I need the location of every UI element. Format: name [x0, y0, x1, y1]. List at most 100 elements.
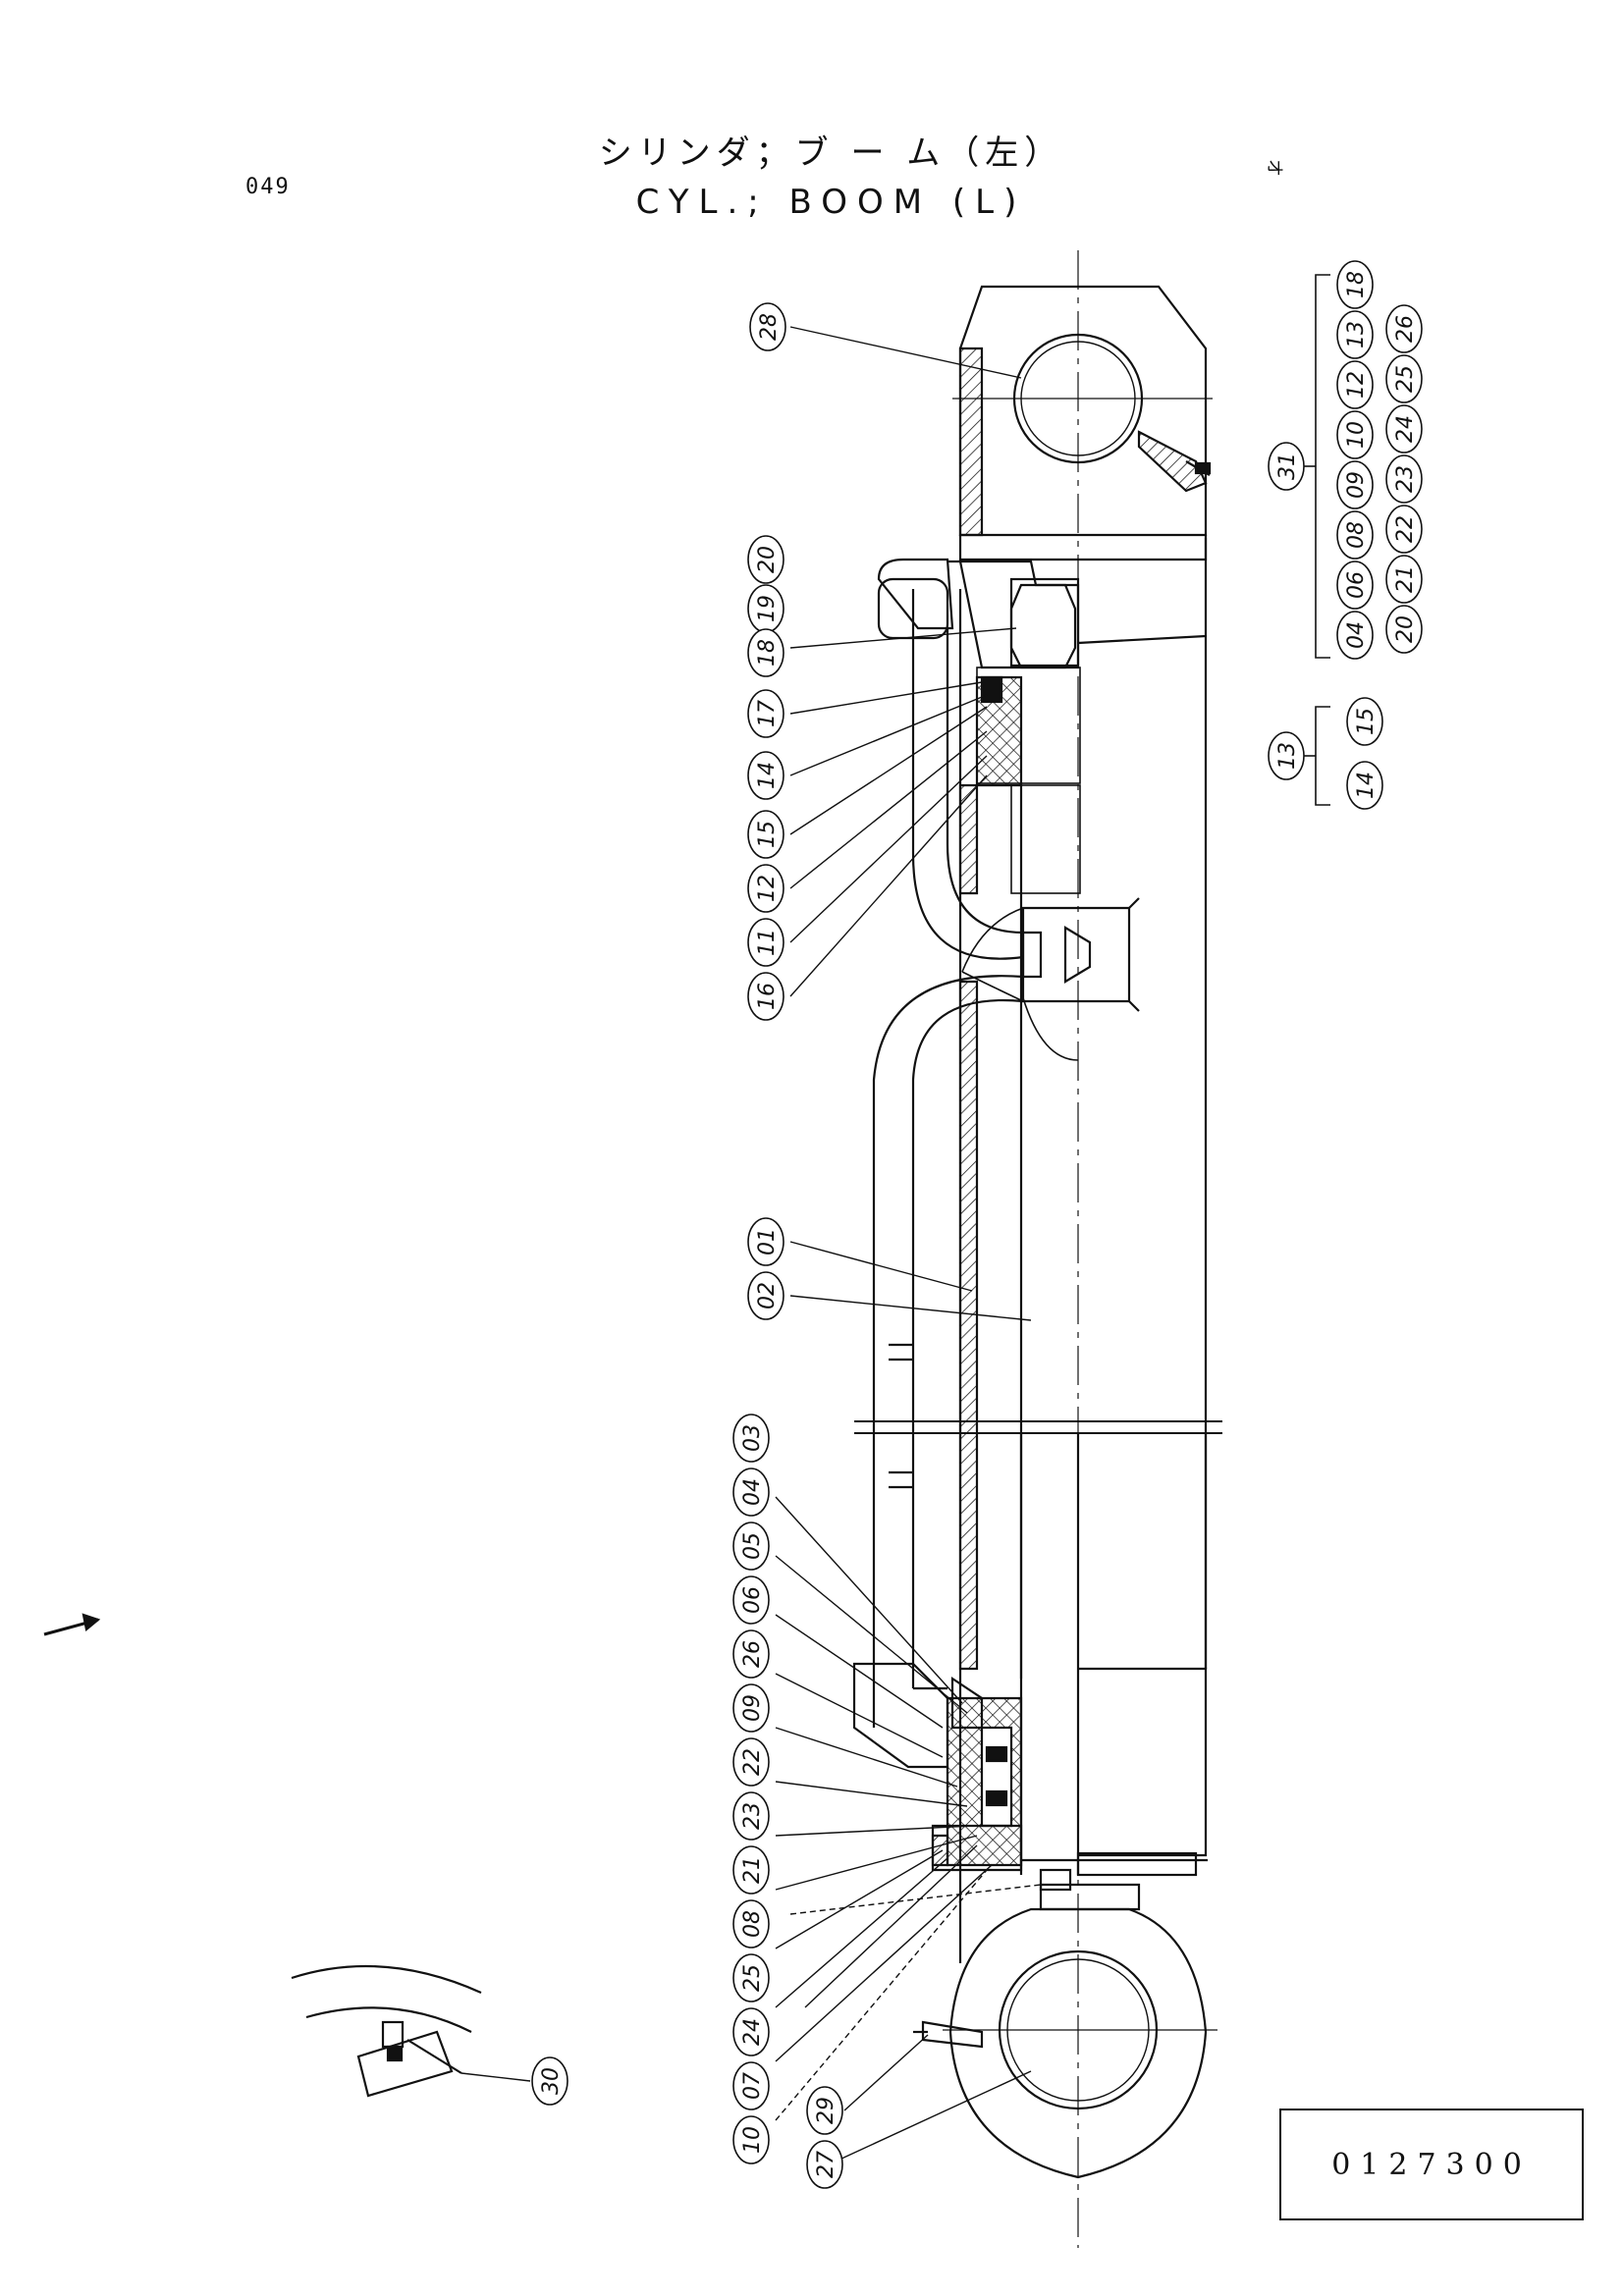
kit-part-b-26: 26: [1385, 304, 1423, 353]
svg-text:31: 31: [1275, 453, 1300, 480]
svg-text:26: 26: [1393, 315, 1418, 343]
rod-end-eye: [948, 1907, 1208, 2179]
callout-20: 20: [747, 535, 784, 584]
callout-28: 28: [749, 302, 786, 351]
kit-part-12: 12: [1336, 360, 1374, 409]
svg-text:22: 22: [1393, 515, 1418, 543]
callout-subkit-13: 13: [1268, 731, 1305, 780]
kit-part-13: 13: [1336, 310, 1374, 359]
callout-18: 18: [747, 628, 784, 677]
callout-03: 03: [732, 1414, 770, 1463]
svg-text:11: 11: [755, 929, 780, 956]
svg-text:05: 05: [740, 1532, 765, 1560]
head-grease-fitting: [1137, 430, 1208, 493]
kit-part-06: 06: [1336, 561, 1374, 610]
svg-text:25: 25: [740, 1964, 765, 1992]
rod-grease-fitting: [921, 2020, 984, 2049]
svg-text:13: 13: [1344, 321, 1369, 348]
callout-08: 08: [732, 1899, 770, 1949]
callout-30: 30: [531, 2056, 568, 2106]
svg-text:09: 09: [740, 1694, 765, 1722]
callout-12: 12: [747, 864, 784, 913]
svg-text:06: 06: [1344, 571, 1369, 599]
callout-16: 16: [747, 972, 784, 1021]
kit-part-b-21: 21: [1385, 555, 1423, 604]
kit-part-09: 09: [1336, 460, 1374, 509]
callout-02: 02: [747, 1271, 784, 1320]
svg-text:15: 15: [755, 821, 780, 848]
svg-text:10: 10: [1344, 421, 1369, 449]
svg-text:04: 04: [740, 1478, 765, 1506]
svg-text:08: 08: [1344, 521, 1369, 549]
svg-text:15: 15: [1354, 708, 1379, 735]
callout-07: 07: [732, 2061, 770, 2110]
callout-22: 22: [732, 1737, 770, 1787]
pipe-upper: [911, 589, 1024, 960]
kit-part-b-22: 22: [1385, 505, 1423, 554]
callout-27: 27: [806, 2140, 843, 2189]
page-number: 049: [245, 175, 291, 199]
svg-text:10: 10: [740, 2126, 765, 2154]
callout-01: 01: [747, 1217, 784, 1266]
kit-part-10: 10: [1336, 410, 1374, 459]
kit-part-b-25: 25: [1385, 354, 1423, 403]
svg-text:07: 07: [740, 2072, 765, 2100]
callout-06: 06: [732, 1575, 770, 1625]
svg-text:28: 28: [757, 313, 782, 341]
rod-end-barrel: [1078, 1667, 1208, 1857]
title-japanese: シリンダ；ブ ー ム（左）: [598, 133, 1064, 173]
svg-text:09: 09: [1344, 471, 1369, 499]
svg-text:06: 06: [740, 1586, 765, 1614]
svg-text:14: 14: [755, 762, 780, 789]
svg-text:27: 27: [814, 2151, 839, 2178]
callout-23: 23: [732, 1791, 770, 1841]
svg-text:22: 22: [740, 1748, 765, 1776]
callout-21: 21: [732, 1845, 770, 1895]
kit-part-b-20: 20: [1385, 605, 1423, 654]
svg-text:01: 01: [755, 1228, 780, 1255]
svg-text:18: 18: [1344, 271, 1369, 298]
kit-part-08: 08: [1336, 510, 1374, 560]
svg-text:24: 24: [740, 2018, 765, 2046]
pipe-lower: [872, 975, 1024, 1728]
svg-text:23: 23: [740, 1802, 765, 1830]
subkit-part-15: 15: [1346, 697, 1383, 746]
svg-text:18: 18: [755, 639, 780, 667]
callout-11: 11: [747, 918, 784, 967]
svg-text:13: 13: [1275, 742, 1300, 770]
svg-text:20: 20: [755, 546, 780, 573]
svg-text:30: 30: [539, 2067, 564, 2095]
svg-text:24: 24: [1393, 415, 1418, 443]
svg-text:16: 16: [755, 983, 780, 1010]
svg-text:03: 03: [740, 1424, 765, 1452]
svg-text:02: 02: [755, 1282, 780, 1309]
svg-text:19: 19: [755, 595, 780, 622]
svg-text:17: 17: [755, 700, 780, 727]
callout-29: 29: [806, 2086, 843, 2135]
kit-part-b-23: 23: [1385, 454, 1423, 504]
callout-15: 15: [747, 810, 784, 859]
kit-part-b-24: 24: [1385, 404, 1423, 454]
svg-text:20: 20: [1393, 615, 1418, 643]
callout-17: 17: [747, 689, 784, 738]
callout-25: 25: [732, 1953, 770, 2002]
detail-bracket: [356, 2030, 454, 2098]
svg-text:29: 29: [814, 2097, 839, 2124]
part-code-box: 0127300: [1279, 2109, 1584, 2220]
detail-arc-outer: [291, 1964, 482, 1995]
svg-text:21: 21: [1393, 565, 1418, 593]
svg-text:23: 23: [1393, 465, 1418, 493]
callout-24: 24: [732, 2007, 770, 2056]
callout-14: 14: [747, 751, 784, 800]
title-english: CYL.; BOOM (L): [635, 183, 1027, 222]
callout-10: 10: [732, 2115, 770, 2164]
svg-text:26: 26: [740, 1640, 765, 1668]
svg-text:12: 12: [1344, 371, 1369, 399]
rod-end-neck: [1039, 1883, 1141, 1911]
kit-part-04: 04: [1336, 611, 1374, 660]
svg-text:12: 12: [755, 875, 780, 902]
svg-text:25: 25: [1393, 365, 1418, 393]
subkit-part-14: 14: [1346, 761, 1383, 810]
